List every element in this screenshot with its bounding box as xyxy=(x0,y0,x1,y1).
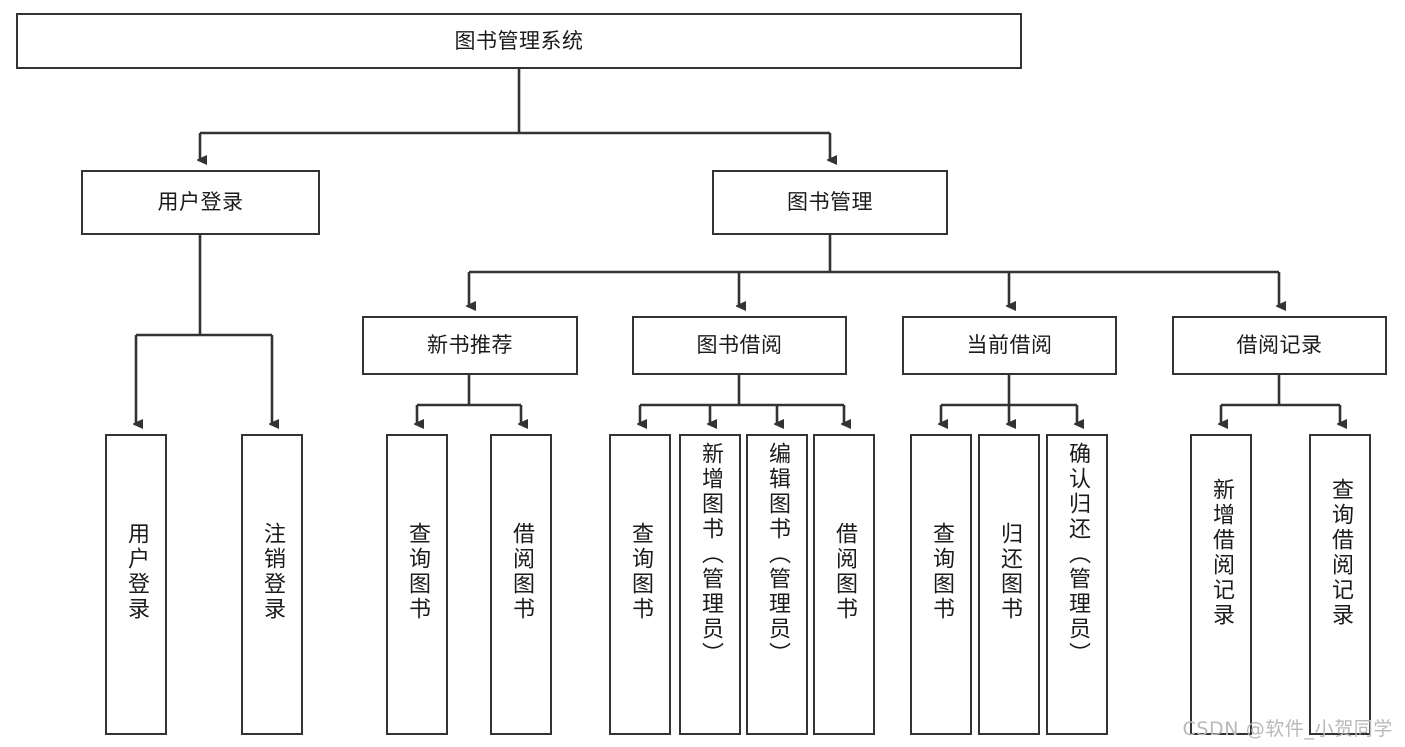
leaf-confirm-return[interactable]: 确认归还（管理员） xyxy=(1046,434,1108,735)
node-label: 借阅图书 xyxy=(832,522,857,622)
leaf-query-borrow-record[interactable]: 查询借阅记录 xyxy=(1309,434,1371,735)
node-label: 图书借阅 xyxy=(696,333,783,358)
leaf-borrow-book-recommend[interactable]: 借阅图书 xyxy=(490,434,552,735)
leaf-return-book[interactable]: 归还图书 xyxy=(978,434,1040,735)
node-label: 新书推荐 xyxy=(427,333,513,358)
node-label: 新增图书（管理员） xyxy=(698,442,723,667)
node-label: 注销登录 xyxy=(260,522,285,622)
node-label: 图书管理系统 xyxy=(454,28,584,53)
leaf-query-book-borrow[interactable]: 查询图书 xyxy=(609,434,671,735)
node-label: 当前借阅 xyxy=(966,333,1053,358)
node-label: 新增借阅记录 xyxy=(1209,478,1234,628)
node-user-login[interactable]: 用户登录 xyxy=(81,170,320,235)
node-label: 查询借阅记录 xyxy=(1328,478,1353,628)
node-label: 借阅图书 xyxy=(509,522,534,622)
leaf-borrow-book-borrow[interactable]: 借阅图书 xyxy=(813,434,875,735)
node-label: 查询图书 xyxy=(929,522,954,622)
leaf-query-book-current[interactable]: 查询图书 xyxy=(910,434,972,735)
node-borrow-record[interactable]: 借阅记录 xyxy=(1172,316,1387,375)
leaf-edit-book[interactable]: 编辑图书（管理员） xyxy=(746,434,808,735)
leaf-user-login[interactable]: 用户登录 xyxy=(105,434,167,735)
leaf-query-book-recommend[interactable]: 查询图书 xyxy=(386,434,448,735)
csdn-watermark: CSDN @软件_小贺同学 xyxy=(1182,718,1393,740)
node-label: 归还图书 xyxy=(997,522,1022,622)
node-book-borrow[interactable]: 图书借阅 xyxy=(632,316,847,375)
node-label: 用户登录 xyxy=(124,522,149,622)
node-label: 编辑图书（管理员） xyxy=(765,442,790,667)
node-root-system[interactable]: 图书管理系统 xyxy=(16,13,1022,69)
leaf-logout-login[interactable]: 注销登录 xyxy=(241,434,303,735)
node-new-book-recommend[interactable]: 新书推荐 xyxy=(362,316,578,375)
node-current-borrow[interactable]: 当前借阅 xyxy=(902,316,1117,375)
leaf-add-borrow-record[interactable]: 新增借阅记录 xyxy=(1190,434,1252,735)
node-label: 用户登录 xyxy=(157,190,244,215)
node-label: 确认归还（管理员） xyxy=(1065,442,1090,667)
leaf-add-book[interactable]: 新增图书（管理员） xyxy=(679,434,741,735)
node-label: 图书管理 xyxy=(787,190,873,215)
node-book-management[interactable]: 图书管理 xyxy=(712,170,948,235)
node-label: 查询图书 xyxy=(628,522,653,622)
node-label: 查询图书 xyxy=(405,522,430,622)
node-label: 借阅记录 xyxy=(1236,333,1323,358)
